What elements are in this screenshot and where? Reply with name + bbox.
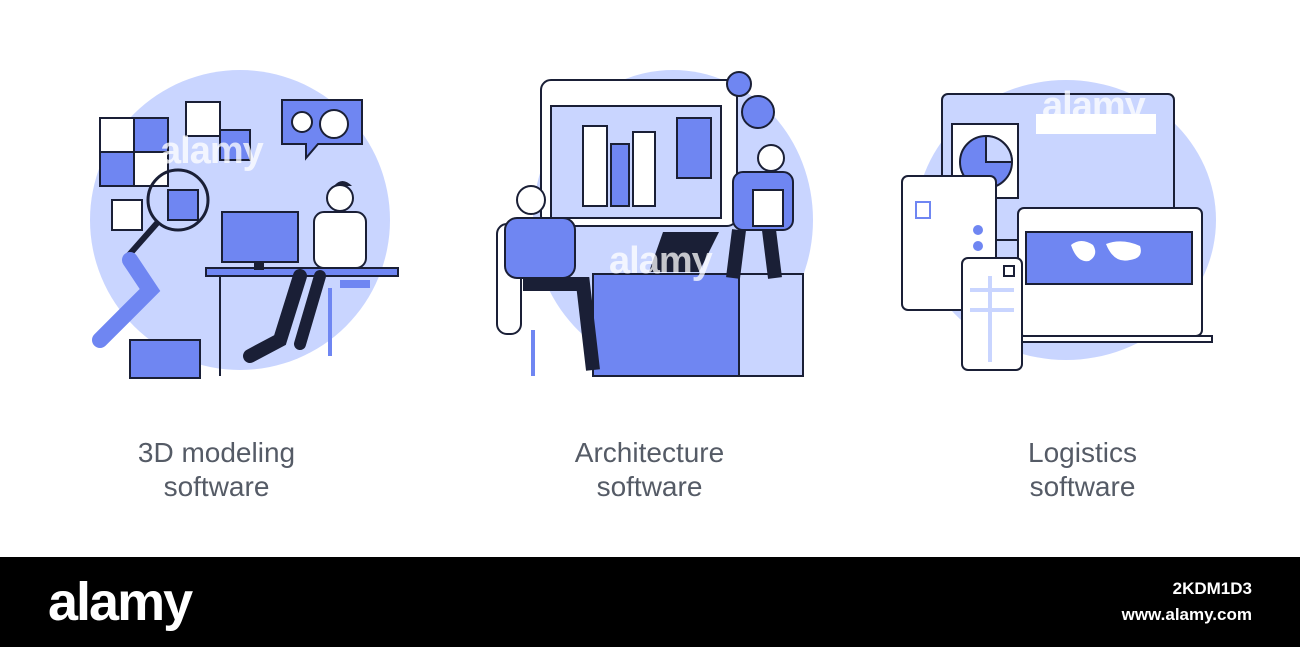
watermark-text: alamy [160, 130, 264, 172]
panel-architecture: alamy Architecture software [433, 0, 866, 557]
panel-logistics: alamy Logistics software [866, 0, 1299, 557]
image-code: 2KDM1D3 [1172, 579, 1252, 598]
caption-3d-modeling: 3D modeling software [0, 436, 433, 504]
caption-line: Architecture [574, 437, 725, 468]
caption-logistics: Logistics software [866, 436, 1299, 504]
watermark-text: alamy [1042, 85, 1146, 127]
caption-line: Logistics [1028, 437, 1137, 468]
logistics-illustration [901, 80, 1216, 371]
caption-line: software [1029, 471, 1136, 502]
3d-modeling-illustration [90, 70, 399, 379]
architecture-illustration [496, 70, 813, 377]
caption-line: 3D modeling [137, 437, 296, 468]
alamy-logo: alamy [48, 572, 193, 632]
illustration-canvas: alamy 3D modeling software [0, 0, 1299, 557]
panel-3d-modeling: alamy 3D modeling software [0, 0, 433, 557]
watermark-footer: alamy 2KDM1D3 www.alamy.com [0, 557, 1300, 647]
caption-line: software [163, 471, 270, 502]
watermark-text: alamy [609, 240, 713, 282]
caption-line: software [596, 471, 703, 502]
site-url: www.alamy.com [1121, 605, 1252, 624]
caption-architecture: Architecture software [433, 436, 866, 504]
